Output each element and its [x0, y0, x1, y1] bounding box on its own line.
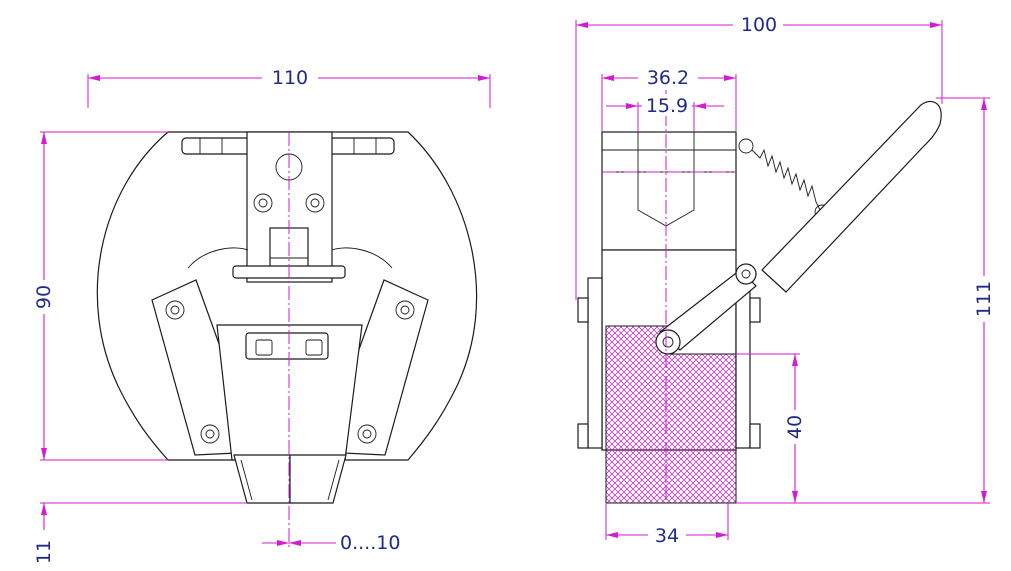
- dim-side-jaw-height: 40: [784, 415, 806, 439]
- dim-side-slot-width: 15.9: [646, 95, 688, 117]
- side-upper-body: [601, 131, 737, 251]
- lower-jaw-left: [233, 454, 291, 504]
- dim-side-jaw-width: 34: [655, 525, 679, 547]
- front-view: [96, 131, 478, 548]
- dim-front-height: 90: [33, 285, 55, 309]
- side-plate-right: [735, 277, 751, 449]
- center-slot: [245, 332, 329, 360]
- dim-front-width: 110: [272, 67, 308, 89]
- dim-side-overall-width: 100: [741, 14, 777, 36]
- lower-jaw-right: [289, 454, 347, 504]
- front-dimensions: 110 90 11 0....10: [33, 66, 491, 564]
- bolt-upper-right: [305, 193, 325, 213]
- side-plate-left: [587, 277, 603, 449]
- dim-front-gap: 0....10: [340, 532, 400, 554]
- side-dimensions: 100 36.2 15.9 111 40: [575, 13, 995, 547]
- lever-handle: [761, 100, 942, 293]
- dim-side-height: 111: [973, 281, 995, 317]
- spring: [751, 148, 821, 211]
- side-view: [577, 90, 942, 504]
- dim-front-bottom: 11: [33, 540, 55, 564]
- bolt-upper-left: [253, 193, 273, 213]
- dim-side-body-width: 36.2: [647, 67, 689, 89]
